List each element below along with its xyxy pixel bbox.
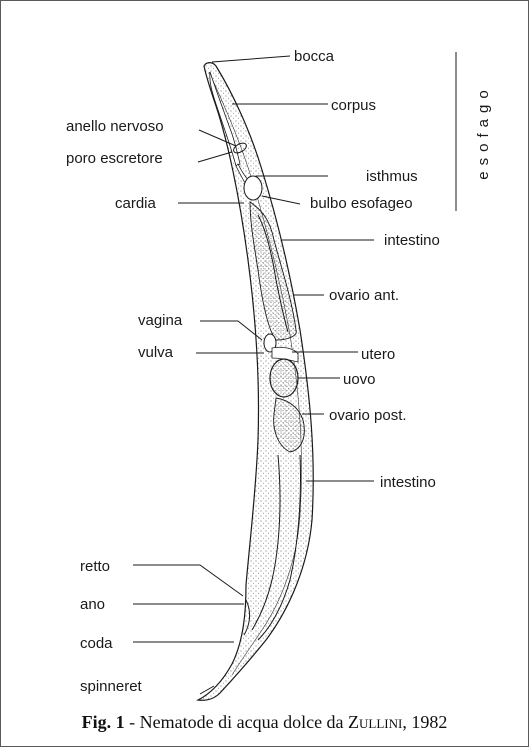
label-ano: ano [80,596,105,613]
label-isthmus: isthmus [366,168,418,185]
label-corpus: corpus [331,97,376,114]
egg [270,359,298,397]
label-coda: coda [80,635,113,652]
esophageal-bulb [244,176,262,200]
label-utero: utero [361,346,395,363]
label-bulbo-esofageo: bulbo esofageo [310,195,413,212]
figure-caption: Fig. 1 - Nematode di acqua dolce da Zull… [0,712,529,733]
caption-author: Zullini [348,712,402,732]
label-uovo: uovo [343,371,376,388]
caption-separator: - [125,712,140,732]
label-intestino-anterior: intestino [384,232,440,249]
label-ovario-post: ovario post. [329,407,407,424]
label-esofago: esofago [475,84,492,179]
label-cardia: cardia [115,195,157,212]
label-intestino-posterior: intestino [380,474,436,491]
label-spinneret: spinneret [80,678,143,695]
label-ovario-ant: ovario ant. [329,287,399,304]
label-bocca: bocca [294,48,335,65]
caption-text: Nematode di acqua dolce da [140,712,348,732]
label-retto: retto [80,558,110,575]
caption-year: , 1982 [402,712,447,732]
label-anello-nervoso: anello nervoso [66,118,164,135]
label-vagina: vagina [138,312,183,329]
label-vulva: vulva [138,344,174,361]
caption-fig-number: Fig. 1 [82,712,125,732]
label-poro-escretore: poro escretore [66,150,163,167]
